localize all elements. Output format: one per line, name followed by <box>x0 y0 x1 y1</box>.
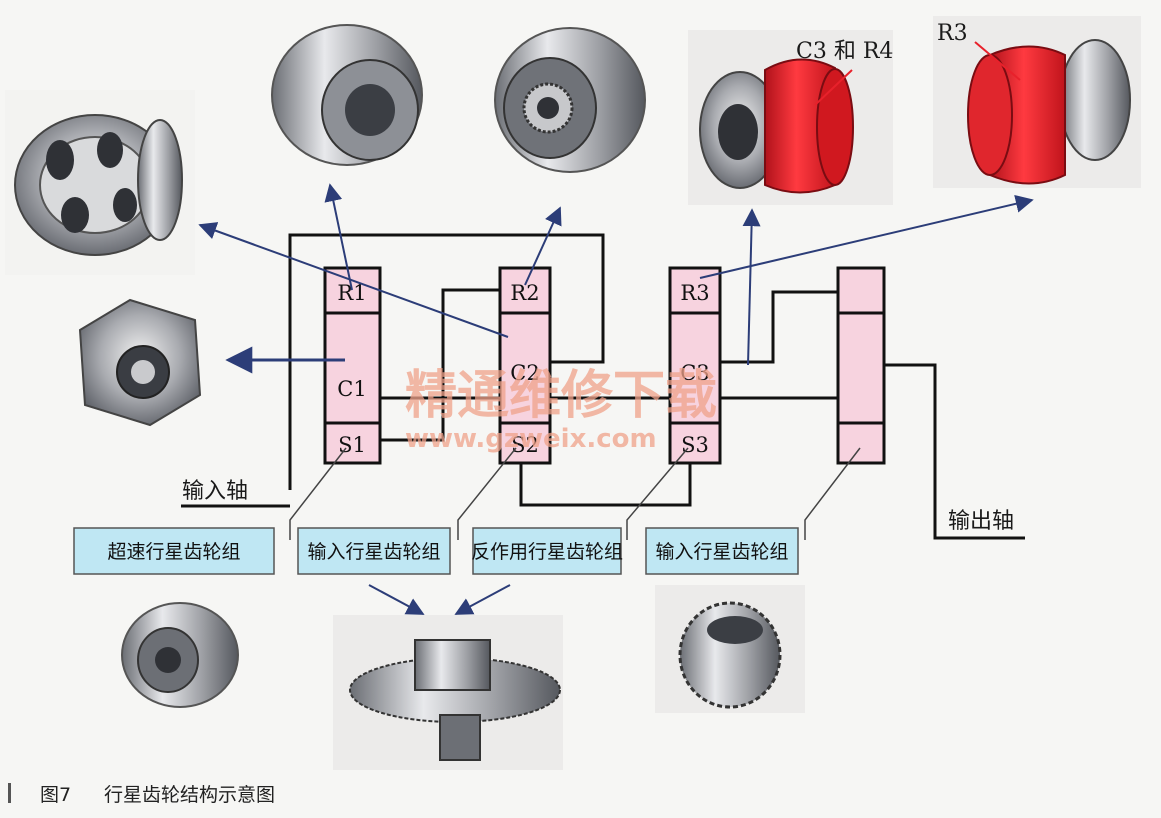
r3-callout-line <box>974 41 1021 81</box>
planet-set-3: R3 C3 S3 <box>668 266 722 465</box>
label-c1: C1 <box>337 377 366 401</box>
r3-image <box>933 16 1141 188</box>
gearset-group-boxes: 超速行星齿轮组 输入行星齿轮组 反作用行星齿轮组 输入行星齿轮组 <box>73 527 799 575</box>
input-shaft-label: 输入轴 <box>182 479 248 504</box>
group-input-b: 输入行星齿轮组 <box>655 541 788 563</box>
shaft-connections <box>181 233 1025 540</box>
carrier-c1-image <box>78 298 202 427</box>
label-c2: C2 <box>510 361 539 385</box>
leader-lines <box>289 447 861 540</box>
planet-set-1: R1 C1 S1 <box>323 266 382 465</box>
label-r1: R1 <box>337 281 366 305</box>
group-overdrive: 超速行星齿轮组 <box>107 541 240 563</box>
c3-r4-callout-line <box>814 69 853 106</box>
pointer-arrows <box>198 183 1034 615</box>
shared-sun-gear-image <box>333 615 563 770</box>
output-shaft-label: 输出轴 <box>948 509 1014 534</box>
callout-r3: R3 <box>937 21 968 46</box>
callout-c3-r4: C3 和 R4 <box>796 39 893 64</box>
c3-r4-image <box>688 30 893 205</box>
caption-title: 行星齿轮结构示意图 <box>104 784 275 806</box>
label-s2: S2 <box>511 433 539 457</box>
ring-gear-r1-image <box>271 24 423 166</box>
label-r3: R3 <box>680 281 709 305</box>
caption-marker <box>8 783 11 803</box>
watermark-url: www.gzweix.com <box>405 424 657 454</box>
label-s3: S3 <box>681 433 709 457</box>
label-c3: C3 <box>680 361 709 385</box>
carrier-cage-image <box>5 90 195 275</box>
caption-number: 图7 <box>40 784 71 806</box>
group-reaction: 反作用行星齿轮组 <box>471 541 623 563</box>
helical-gear-image <box>655 585 805 713</box>
planet-set-4 <box>836 266 886 465</box>
planet-set-2: R2 C2 S2 <box>498 266 552 465</box>
watermark-cn: 精通维修下载 <box>405 366 717 426</box>
group-input-a: 输入行星齿轮组 <box>307 541 440 563</box>
sun-gear-drum-image <box>121 602 239 708</box>
ring-gear-r2-image <box>494 27 646 173</box>
